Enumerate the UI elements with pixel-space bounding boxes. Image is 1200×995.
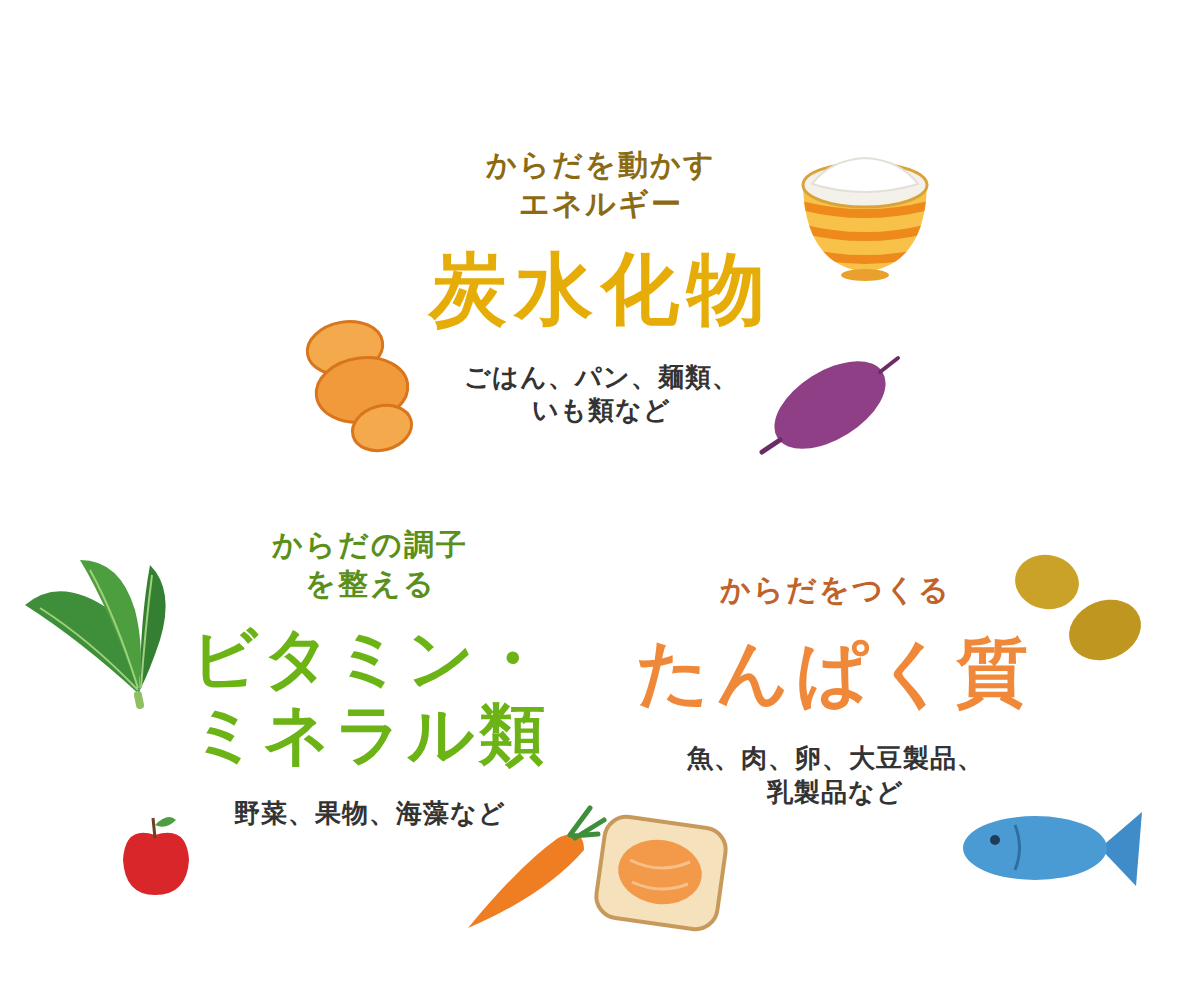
fish — [963, 812, 1142, 886]
subtitle-text: からだの調子 を整える — [263, 525, 478, 603]
spinach — [25, 560, 166, 705]
subtitle-text: からだをつくる — [720, 570, 951, 609]
potato-slices — [303, 316, 417, 457]
nutrient-title: 炭水化物 — [429, 245, 773, 335]
example-foods: 魚、肉、卵、大豆製品、 乳製品など — [678, 742, 993, 810]
subtitle-text: からだを動かす エネルギー — [476, 145, 726, 223]
nutrient-circle: からだを動かす エネルギー炭水化物ごはん、パン、麺類、 いも類など — [370, 40, 832, 502]
rice-bowl — [800, 158, 930, 281]
apple — [123, 817, 189, 895]
example-foods: 野菜、果物、海藻など — [234, 797, 506, 831]
example-foods: ごはん、パン、麺類、 いも類など — [456, 361, 746, 429]
nutrient-title: たんぱく質 — [636, 631, 1034, 714]
sweet-potato — [759, 343, 900, 466]
nutrient-title: ビタミン・ ミネラル類 — [185, 621, 555, 773]
nutrient-circle: からだをつくるたんぱく質魚、肉、卵、大豆製品、 乳製品など — [598, 455, 1072, 929]
nutrient-circle: からだの調子 を整えるビタミン・ ミネラル類野菜、果物、海藻など — [130, 463, 610, 943]
salmon-dish — [593, 814, 728, 932]
